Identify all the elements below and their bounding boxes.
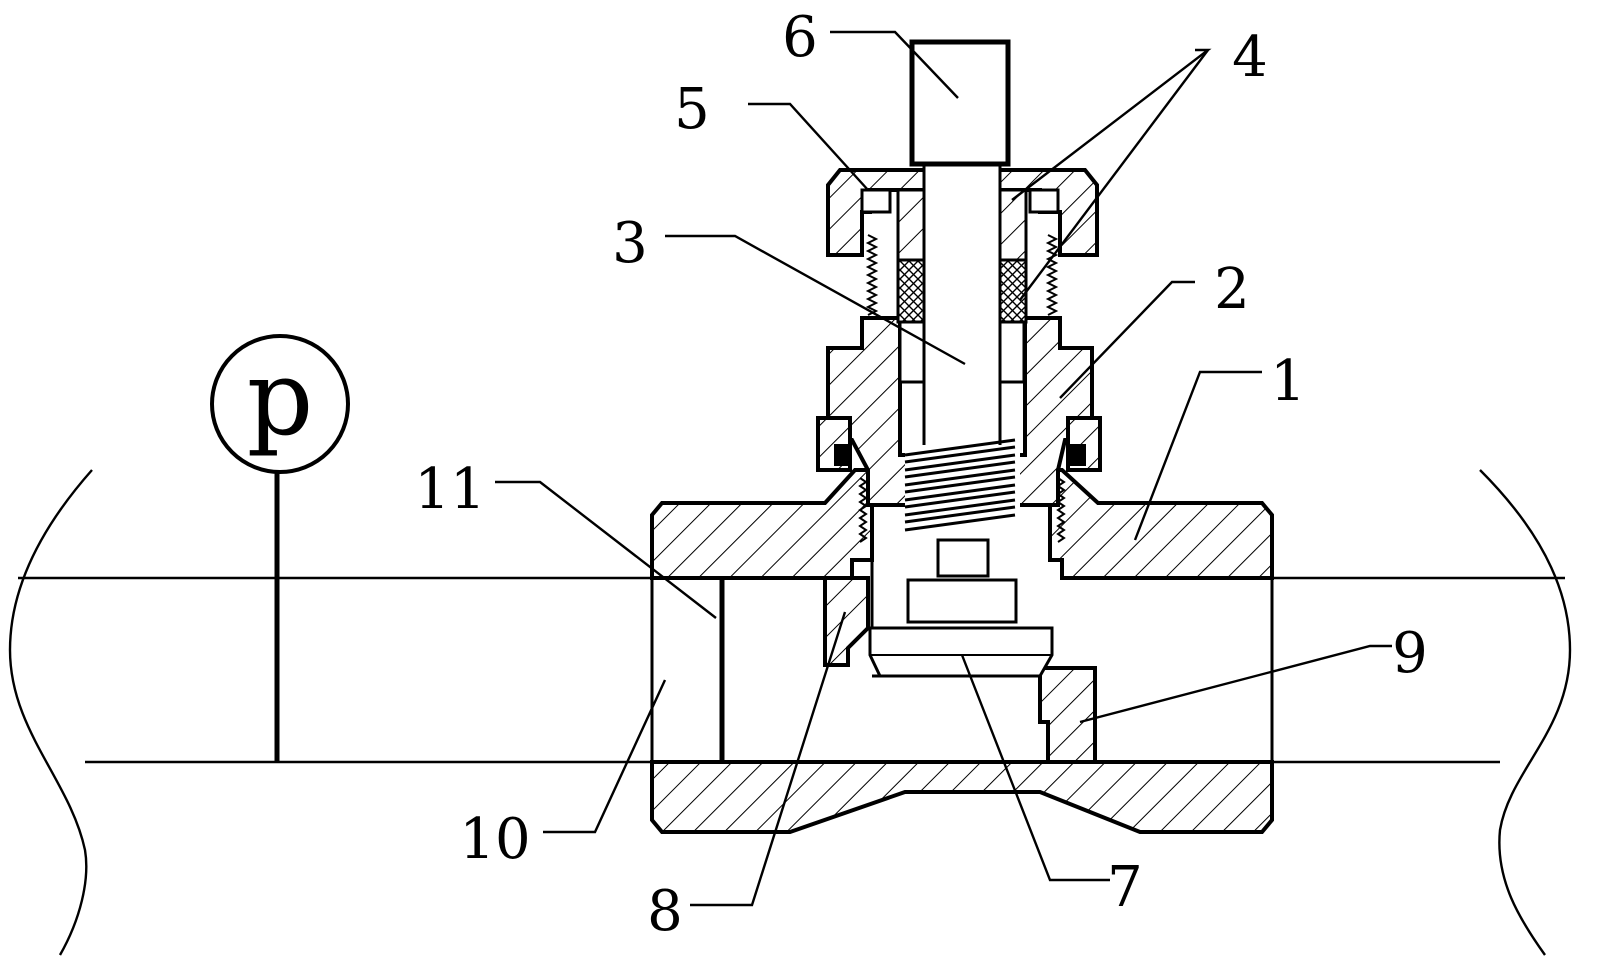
leader-3: [665, 234, 966, 366]
pressure-gauge-label: p: [247, 337, 314, 459]
cap-nut-thread-right: [1045, 234, 1059, 316]
callout-8: 8: [647, 879, 683, 944]
valve-body-right-step: [1038, 666, 1097, 764]
leader-4b: [1019, 49, 1209, 301]
callout-11: 11: [414, 457, 485, 522]
handle: [909, 39, 1011, 167]
o-ring-left: [834, 444, 852, 466]
cap-nut-recess-right: [1028, 188, 1060, 214]
body-bottom-profile: [789, 790, 1141, 834]
callout-7: 7: [1107, 855, 1143, 920]
valve-body-upper-right: [1048, 468, 1274, 580]
stem-collar-right: [998, 320, 1026, 384]
callout-4: 4: [1232, 25, 1268, 90]
packing-ring-left: [896, 258, 926, 324]
pressure-gauge: p: [210, 334, 350, 762]
pipe: [8, 469, 1572, 956]
callout-10: 10: [459, 807, 530, 872]
leader-11: [495, 480, 717, 619]
leader-2: [1059, 280, 1195, 399]
packing-gland-left: [896, 188, 926, 262]
leader-10: [543, 679, 667, 834]
valve-disc: [868, 578, 1054, 678]
cap-nut-recess-left: [860, 188, 892, 214]
leader-4a: [1011, 48, 1212, 201]
callout-1: 1: [1270, 349, 1306, 414]
callout-labels: 6 5 4 3 2 1 9 11 10 8 7: [414, 5, 1427, 944]
callout-5: 5: [674, 77, 710, 142]
valve-disc-lower: [868, 626, 1054, 678]
packing-ring-right: [998, 258, 1028, 324]
cap-nut-thread-left: [865, 234, 879, 316]
packing: [896, 188, 1028, 324]
stem-thread-lines: [904, 438, 1016, 532]
leader-6: [830, 30, 959, 99]
pipe-right-break-curve: [1479, 469, 1572, 956]
stem-collar-left: [898, 320, 926, 384]
valve-body-lower: [650, 760, 1274, 834]
o-ring-right: [1068, 444, 1086, 466]
leader-lines: [495, 30, 1392, 907]
bonnet-thread-right: [1056, 477, 1066, 543]
stem: [898, 163, 1026, 578]
callout-2: 2: [1214, 257, 1250, 322]
callout-6: 6: [782, 5, 818, 70]
leader-1: [1133, 370, 1262, 541]
callout-3: 3: [612, 211, 648, 276]
stem-neck: [936, 538, 990, 578]
pipe-left-break-curve: [8, 469, 93, 956]
valve-disc-upper: [906, 578, 1018, 624]
pressure-gauge-circle: [210, 334, 350, 474]
stem-thread-lines-2: [904, 445, 1016, 524]
valve-body: [650, 468, 1274, 834]
callout-9: 9: [1392, 621, 1428, 686]
leader-5: [748, 102, 869, 191]
leader-9: [1079, 644, 1392, 724]
leader-7: [960, 654, 1110, 882]
stem-shaft: [922, 163, 1002, 457]
leader-8: [690, 611, 847, 907]
bonnet-thread-left: [858, 477, 868, 543]
bonnet: [816, 316, 1102, 543]
